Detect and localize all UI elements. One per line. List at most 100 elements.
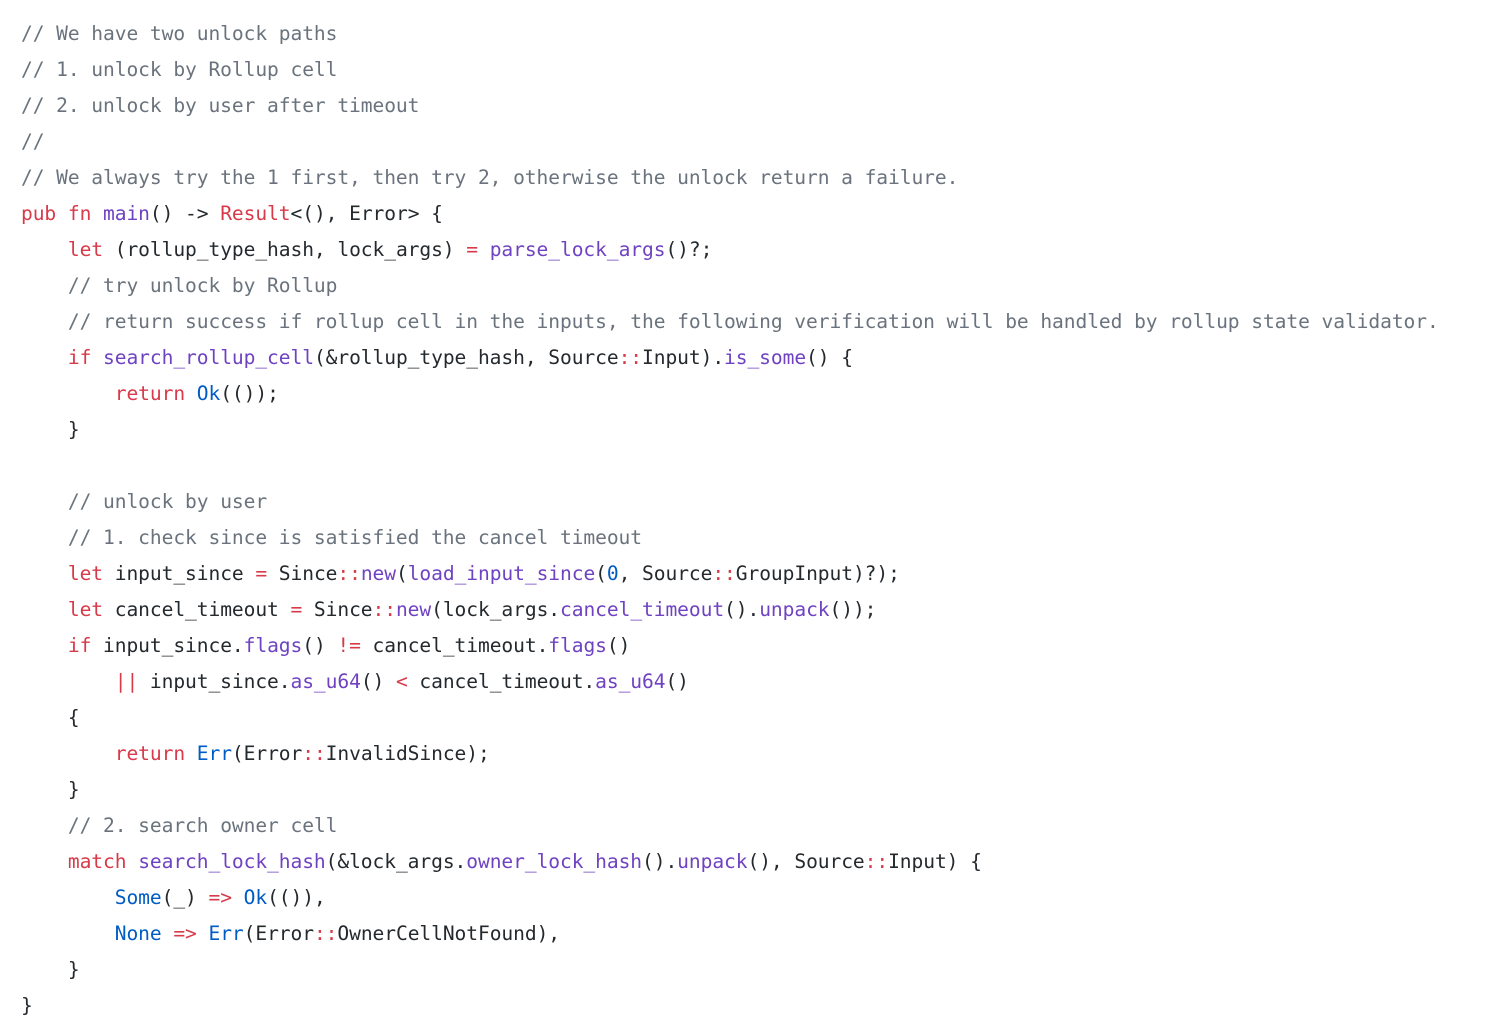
code-line: None => Err(Error::OwnerCellNotFound),	[21, 916, 1502, 952]
code-token: ().	[642, 850, 678, 873]
code-token	[162, 922, 174, 945]
keyword-token: <	[395, 670, 408, 693]
function-token: parse_lock_args	[489, 238, 666, 261]
code-token: InvalidSince);	[325, 742, 490, 765]
keyword-token: return	[114, 382, 186, 405]
comment-token: // 1. unlock by Rollup cell	[21, 58, 338, 81]
code-line: // try unlock by Rollup	[21, 268, 1502, 304]
keyword-token: =	[255, 562, 268, 585]
code-token: (), Source	[747, 850, 865, 873]
code-token	[91, 346, 103, 369]
code-token: cancel_timeout.	[360, 634, 549, 657]
code-token: GroupInput)?);	[735, 562, 900, 585]
code-token	[21, 562, 68, 585]
keyword-token: ::	[302, 742, 326, 765]
keyword-token: ||	[114, 670, 139, 693]
code-token: ()	[360, 670, 396, 693]
keyword-token: ::	[372, 598, 397, 621]
code-line: return Err(Error::InvalidSince);	[21, 736, 1502, 772]
code-line	[21, 448, 1502, 484]
code-token: ());	[829, 598, 877, 621]
code-line: {	[21, 700, 1502, 736]
code-token	[126, 850, 138, 873]
code-token: ()	[302, 634, 338, 657]
function-token: search_rollup_cell	[103, 346, 314, 369]
code-line: // unlock by user	[21, 484, 1502, 520]
function-token: as_u64	[595, 670, 666, 693]
comment-token: // 1. check since is satisfied the cance…	[67, 526, 642, 549]
code-token: }	[21, 778, 80, 801]
code-token	[21, 346, 68, 369]
code-line: // We have two unlock paths	[21, 16, 1502, 52]
keyword-token: pub	[21, 202, 57, 225]
constant-token: None	[114, 922, 162, 945]
code-line: // 2. unlock by user after timeout	[21, 88, 1502, 124]
code-token: ()	[606, 634, 631, 657]
code-token	[21, 670, 115, 693]
keyword-token: =	[466, 238, 478, 261]
keyword-token: let	[67, 562, 104, 585]
code-token	[21, 382, 115, 405]
code-token: input_since.	[91, 634, 244, 657]
code-token: (rollup_type_hash, lock_args)	[103, 238, 467, 261]
function-token: as_u64	[290, 670, 361, 693]
keyword-token: ::	[864, 850, 889, 873]
code-line: return Ok(());	[21, 376, 1502, 412]
code-token: ().	[724, 598, 760, 621]
constant-token: Ok	[196, 382, 221, 405]
code-line: let cancel_timeout = Since::new(lock_arg…	[21, 592, 1502, 628]
function-token: search_lock_hash	[138, 850, 326, 873]
code-token: Input).	[642, 346, 725, 369]
code-token: Input) {	[888, 850, 982, 873]
code-token: }	[21, 994, 33, 1017]
code-token: input_since.	[138, 670, 291, 693]
function-token: main	[103, 202, 150, 225]
code-token: (Error	[243, 922, 314, 945]
constant-token: 0	[606, 562, 619, 585]
code-line: let (rollup_type_hash, lock_args) = pars…	[21, 232, 1502, 268]
code-token	[21, 886, 115, 909]
code-token	[21, 598, 68, 621]
code-token: cancel_timeout	[103, 598, 291, 621]
code-token: OwnerCellNotFound),	[337, 922, 561, 945]
code-token: <(), Error> {	[290, 202, 443, 225]
code-line: // We always try the 1 first, then try 2…	[21, 160, 1502, 196]
code-token	[21, 274, 68, 297]
code-token	[478, 238, 490, 261]
comment-token: // return success if rollup cell in the …	[67, 310, 1439, 333]
code-token	[21, 526, 68, 549]
code-token: (_)	[161, 886, 209, 909]
code-token: (()),	[267, 886, 326, 909]
comment-token: // 2. search owner cell	[67, 814, 338, 837]
comment-token: // We always try the 1 first, then try 2…	[21, 166, 959, 189]
keyword-token: Result	[220, 202, 291, 225]
code-token	[21, 922, 115, 945]
code-line: pub fn main() -> Result<(), Error> {	[21, 196, 1502, 232]
keyword-token: let	[67, 238, 104, 261]
keyword-token: ::	[337, 562, 361, 585]
function-token: new	[360, 562, 396, 585]
function-token: unpack	[759, 598, 830, 621]
code-token: (&rollup_type_hash, Source	[313, 346, 619, 369]
code-line: if search_rollup_cell(&rollup_type_hash,…	[21, 340, 1502, 376]
keyword-token: ::	[712, 562, 736, 585]
keyword-token: match	[67, 850, 127, 873]
code-token: }	[21, 958, 80, 981]
constant-token: Err	[196, 742, 232, 765]
keyword-token: if	[67, 634, 92, 657]
code-token: Since	[267, 562, 338, 585]
code-token: (lock_args.	[431, 598, 561, 621]
code-token: (	[395, 562, 408, 585]
code-line: }	[21, 952, 1502, 988]
code-token: () {	[806, 346, 853, 369]
code-token	[21, 310, 68, 333]
code-token	[232, 886, 244, 909]
code-token: () ->	[149, 202, 221, 225]
keyword-token: return	[114, 742, 186, 765]
code-token	[56, 202, 68, 225]
code-line: Some(_) => Ok(()),	[21, 880, 1502, 916]
keyword-token: !=	[337, 634, 361, 657]
comment-token: // We have two unlock paths	[21, 22, 338, 45]
comment-token: // try unlock by Rollup	[67, 274, 338, 297]
comment-token: // unlock by user	[67, 490, 268, 513]
